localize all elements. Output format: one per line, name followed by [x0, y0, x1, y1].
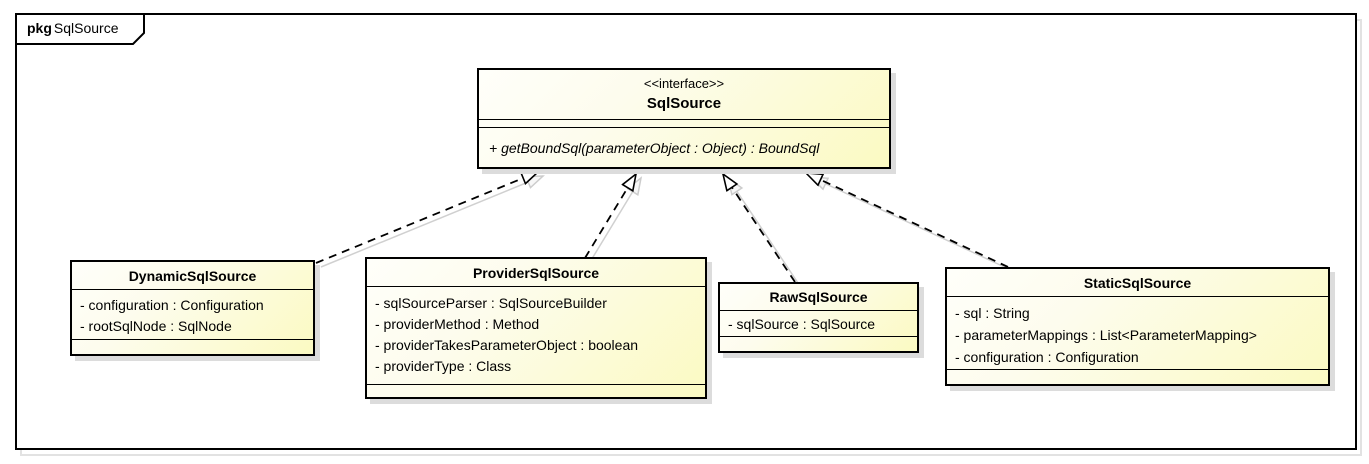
operations-compartment: + getBoundSql(parameterObject : Object) …	[479, 128, 889, 167]
realization-edge-dynamicsqlsource	[315, 172, 538, 264]
attributes-compartment: - sqlSourceParser : SqlSourceBuilder - p…	[367, 287, 705, 384]
interface-header: <<interface>> SqlSource	[479, 70, 889, 119]
edge-shadow	[320, 176, 543, 268]
operations-compartment-empty	[367, 384, 705, 397]
attribute-line: - providerMethod : Method	[375, 316, 540, 332]
class-name: StaticSqlSource	[947, 269, 1328, 297]
attribute-line: - sqlSource : SqlSource	[728, 316, 876, 332]
class-box-dynamicsqlsource: DynamicSqlSource - configuration : Confi…	[70, 260, 315, 356]
class-name: DynamicSqlSource	[72, 262, 313, 290]
class-box-providersqlsource: ProviderSqlSource - sqlSourceParser : Sq…	[365, 257, 707, 399]
class-name: ProviderSqlSource	[367, 259, 705, 287]
attributes-compartment: - sql : String - parameterMappings : Lis…	[947, 297, 1328, 369]
attribute-line: - configuration : Configuration	[955, 349, 1139, 365]
realization-edge-providersqlsource	[584, 174, 636, 259]
package-keyword: pkg	[27, 20, 52, 36]
attribute-line: - sqlSourceParser : SqlSourceBuilder	[375, 295, 607, 311]
class-name: RawSqlSource	[720, 284, 917, 311]
operations-compartment-empty	[947, 369, 1328, 384]
attributes-compartment: - sqlSource : SqlSource	[720, 311, 917, 336]
edge-shadow	[811, 177, 1014, 272]
class-box-rawsqlsource: RawSqlSource - sqlSource : SqlSource	[718, 282, 919, 353]
realization-edge-staticsqlsource	[806, 173, 1009, 268]
package-name: SqlSource	[53, 20, 119, 36]
interface-stereotype: <<interface>>	[643, 76, 725, 91]
attribute-line: - sql : String	[955, 305, 1030, 321]
realization-edge-rawsqlsource	[723, 174, 796, 283]
attribute-line: - providerTakesParameterObject : boolean	[375, 337, 639, 353]
interface-name: SqlSource	[646, 95, 722, 112]
edge-shadow	[589, 178, 641, 263]
operation-line: + getBoundSql(parameterObject : Object) …	[489, 139, 820, 156]
operations-compartment-empty	[720, 336, 917, 351]
class-box-staticsqlsource: StaticSqlSource - sql : String - paramet…	[945, 267, 1330, 386]
attributes-compartment-empty	[479, 119, 889, 128]
interface-box-sqlsource: <<interface>> SqlSource + getBoundSql(pa…	[477, 68, 891, 169]
package-tab-shape	[15, 13, 145, 45]
attributes-compartment: - configuration : Configuration - rootSq…	[72, 290, 313, 339]
attribute-line: - rootSqlNode : SqlNode	[80, 318, 232, 334]
realization-edges	[315, 172, 1009, 283]
attribute-line: - parameterMappings : List<ParameterMapp…	[955, 327, 1257, 343]
attribute-line: - providerType : Class	[375, 358, 512, 374]
operations-compartment-empty	[72, 339, 313, 354]
edge-shadow	[728, 178, 801, 287]
attribute-line: - configuration : Configuration	[80, 297, 264, 313]
